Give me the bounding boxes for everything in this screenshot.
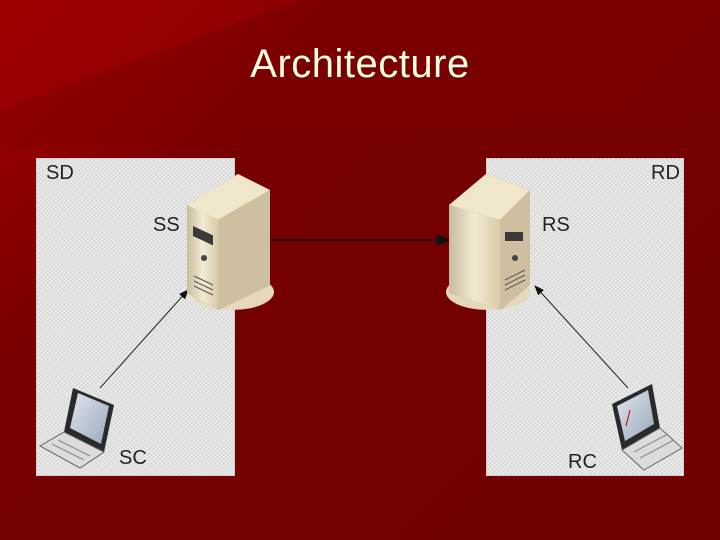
left-server-icon [187, 174, 274, 310]
right-client-label: RC [568, 451, 597, 473]
right-server-icon [446, 174, 530, 310]
right-client-link-arrow [534, 285, 629, 389]
slide-title: Architecture [250, 42, 470, 86]
right-server-label: RS [542, 214, 570, 236]
right-client-laptop-icon [612, 384, 683, 471]
left-client-link-arrow [99, 289, 189, 389]
left-client-laptop-icon [38, 388, 114, 469]
header-band [0, 0, 720, 150]
right-domain-label: RD [651, 162, 680, 184]
left-server-label: SS [153, 214, 180, 236]
left-client-label: SC [119, 447, 147, 469]
left-domain-label: SD [46, 162, 74, 184]
